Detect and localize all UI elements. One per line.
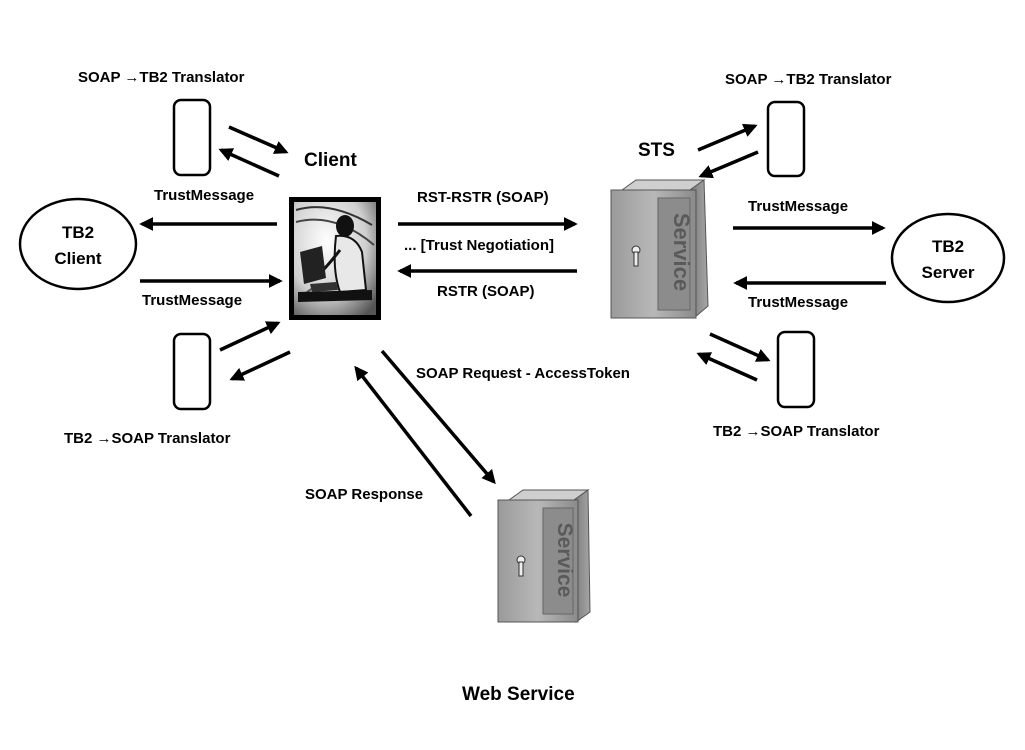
arrow-translator-bl-to-client	[219, 321, 281, 352]
soap-response-label: SOAP Response	[305, 486, 423, 503]
tb2-client-node	[18, 197, 138, 291]
tb2-server-node	[890, 212, 1006, 304]
translator-bottom-left-label: TB2 →SOAP Translator	[64, 430, 231, 447]
web-service-server-icon: Service	[497, 489, 591, 623]
tb2-client-line1: TB2	[62, 223, 94, 242]
arrow-sts-to-translator-tr	[697, 123, 758, 152]
trust-message-right-in-label: TrustMessage	[748, 294, 848, 311]
arrow-translator-tr-to-sts	[698, 150, 759, 179]
web-service-label: Web Service	[462, 684, 575, 705]
arrow-sts-to-translator-br	[709, 332, 771, 362]
translator-bottom-right-icon	[776, 330, 816, 409]
trust-message-left-in-label: TrustMessage	[142, 292, 242, 309]
translator-top-right-label: SOAP →TB2 Translator	[725, 71, 892, 88]
trust-negotiation-label: ... [Trust Negotiation]	[404, 237, 554, 254]
tb2-server-line1: TB2	[932, 237, 964, 256]
sts-server-text: Service	[669, 213, 694, 291]
arrow-webservice-to-client	[354, 365, 473, 518]
client-label: Client	[304, 150, 357, 171]
arrow-translator-br-to-sts	[696, 352, 758, 382]
client-person-icon	[289, 197, 381, 320]
sts-label: STS	[638, 140, 675, 161]
trust-message-right-out-label: TrustMessage	[748, 198, 848, 215]
tb2-server-line2: Server	[922, 263, 975, 282]
rst-rstr-label: RST-RSTR (SOAP)	[417, 189, 549, 206]
arrow-translator-tl-to-client	[228, 125, 289, 154]
arrow-client-to-translator-tl	[218, 148, 280, 178]
translator-top-right-icon	[766, 100, 806, 178]
arrow-client-to-webservice	[380, 349, 496, 485]
trust-message-left-out-label: TrustMessage	[154, 187, 254, 204]
translator-bottom-right-label: TB2 →SOAP Translator	[713, 423, 880, 440]
translator-top-left-icon	[172, 98, 212, 177]
web-service-server-text: Service	[553, 523, 576, 598]
soap-request-label: SOAP Request - AccessToken	[416, 365, 630, 382]
sts-server-icon: Service	[610, 179, 709, 320]
translator-top-left-label: SOAP →TB2 Translator	[78, 69, 245, 86]
translator-bottom-left-icon	[172, 332, 212, 411]
tb2-client-line2: Client	[54, 249, 102, 268]
arrow-client-to-translator-bl	[229, 350, 291, 381]
rstr-label: RSTR (SOAP)	[437, 283, 535, 300]
